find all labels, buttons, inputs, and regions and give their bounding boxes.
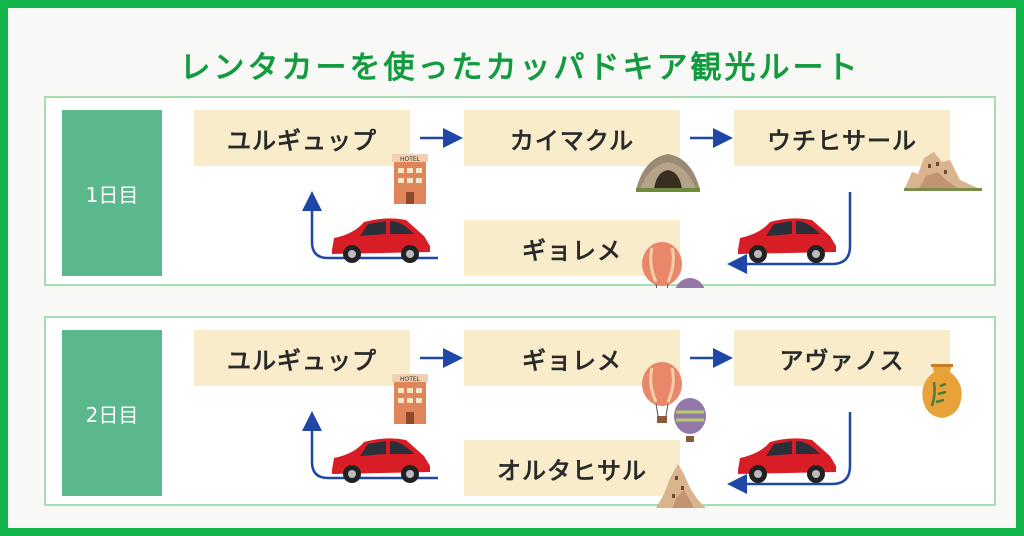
- route-arrow: [302, 191, 438, 260]
- stop-ortahisar: オルタヒサル: [464, 440, 680, 496]
- route-arrow: [727, 192, 852, 274]
- stop-kaymakli: カイマクル: [464, 110, 680, 166]
- car-icon: [332, 438, 430, 483]
- day-label: 1日目: [62, 110, 162, 276]
- stop-avanos: アヴァノス: [734, 330, 950, 386]
- car-icon: [738, 438, 836, 483]
- route-arrow: [727, 412, 852, 494]
- day-label: 2日目: [62, 330, 162, 496]
- day-panel-1: 1日目 ユルギュップ カイマクル ウチヒサール ギョレメ HOTEL: [44, 96, 996, 288]
- car-icon: [738, 218, 836, 263]
- stop-goreme: ギョレメ: [464, 220, 680, 276]
- day-panel-2: 2日目 ユルギュップ ギョレメ アヴァノス オルタヒサル HOTEL: [44, 316, 996, 508]
- stop-uchisar: ウチヒサール: [734, 110, 950, 166]
- car-icon: [332, 218, 430, 263]
- route-arrow: [302, 411, 438, 480]
- stop-goreme: ギョレメ: [464, 330, 680, 386]
- stop-yurgup: ユルギュップ: [194, 330, 410, 386]
- stop-yurgup: ユルギュップ: [194, 110, 410, 166]
- page-title: レンタカーを使ったカッパドキア観光ルート: [179, 50, 861, 86]
